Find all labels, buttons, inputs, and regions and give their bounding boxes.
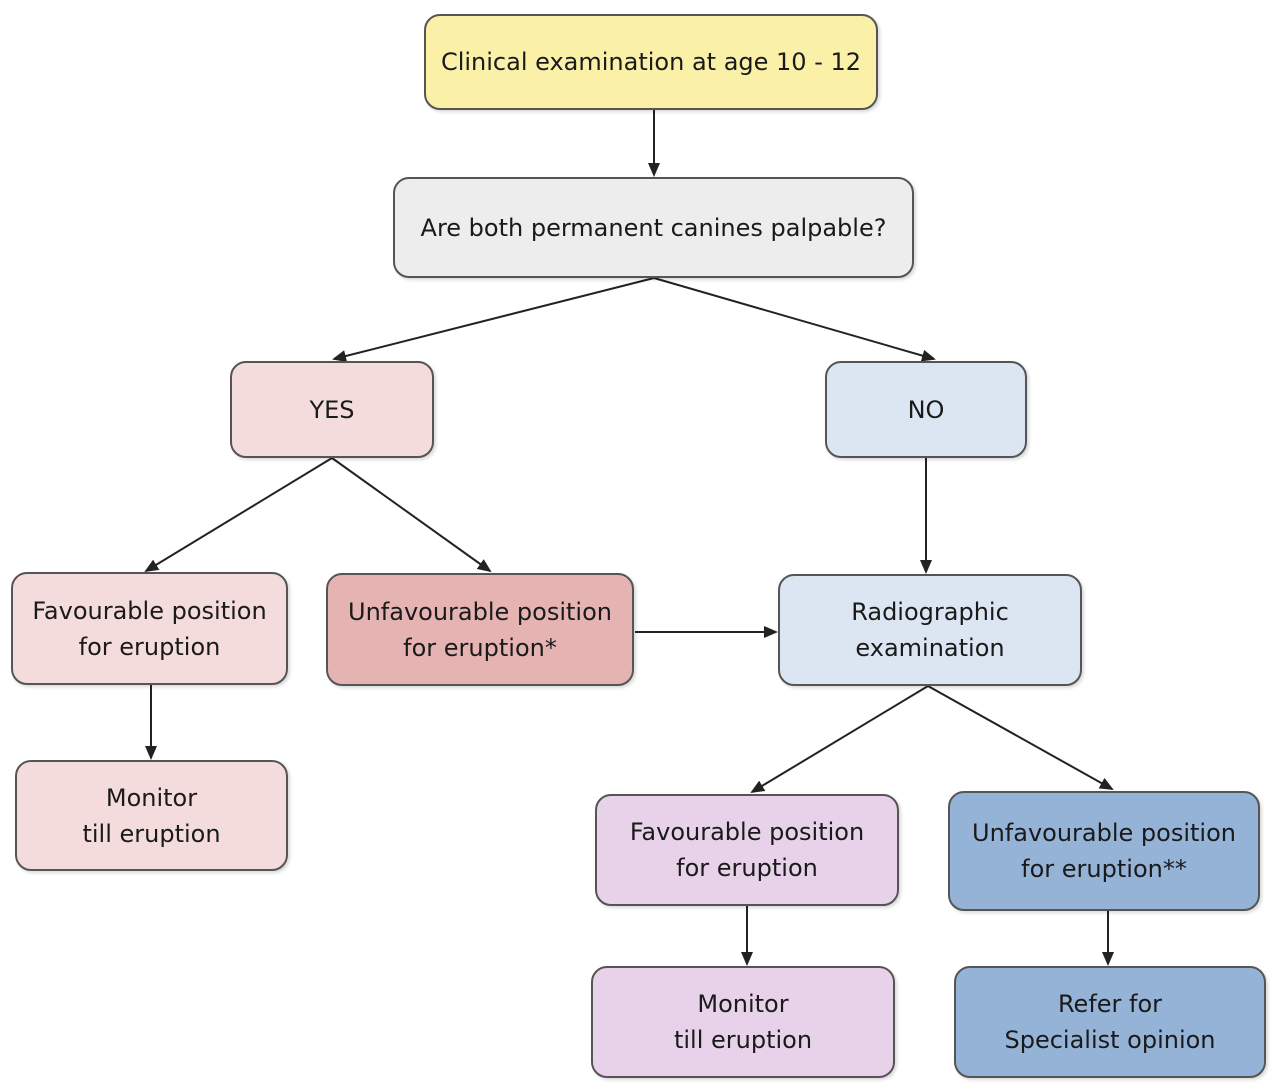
- radiographic-label: Radiographic examination: [851, 598, 1009, 662]
- arrow-question-to-yes: [332, 277, 655, 362]
- yes-monitor-label: Monitor till eruption: [82, 783, 221, 848]
- yes-label: YES: [309, 395, 355, 424]
- yes-box: YES: [230, 361, 434, 458]
- arrow-radiographic-to-unfavourable: [927, 685, 1114, 790]
- yes-monitor-box: Monitor till eruption: [15, 760, 288, 871]
- arrow-yes-to-unfavourable: [331, 457, 492, 573]
- radiographic-box: Radiographic examination: [778, 574, 1082, 686]
- yes-unfavourable-box: Unfavourable position for eruption*: [326, 573, 634, 686]
- arrow-radiographic-to-favourable: [750, 685, 929, 794]
- yes-unfavourable-label: Unfavourable position for eruption*: [348, 597, 612, 662]
- start-label: Clinical examination at age 10 - 12: [440, 48, 862, 76]
- radio-monitor-label: Monitor till eruption: [673, 990, 813, 1054]
- question-box: Are both permanent canines palpable?: [393, 177, 914, 278]
- radio-favourable-label: Favourable position for eruption: [629, 818, 865, 882]
- arrow-yes-to-favourable: [144, 457, 333, 573]
- question-label: Are both permanent canines palpable?: [420, 213, 887, 242]
- start-box: Clinical examination at age 10 - 12: [424, 14, 878, 110]
- no-label: NO: [907, 395, 945, 424]
- radio-unfavourable-label: Unfavourable position for eruption**: [972, 819, 1236, 883]
- radio-favourable-box: Favourable position for eruption: [595, 794, 899, 906]
- radio-monitor-box: Monitor till eruption: [591, 966, 895, 1078]
- arrow-question-to-no: [653, 277, 936, 362]
- refer-box: Refer for Specialist opinion: [954, 966, 1266, 1078]
- refer-label: Refer for Specialist opinion: [1004, 990, 1216, 1054]
- no-box: NO: [825, 361, 1027, 458]
- yes-favourable-box: Favourable position for eruption: [11, 572, 288, 685]
- radio-unfavourable-box: Unfavourable position for eruption**: [948, 791, 1260, 911]
- yes-favourable-label: Favourable position for eruption: [32, 596, 267, 661]
